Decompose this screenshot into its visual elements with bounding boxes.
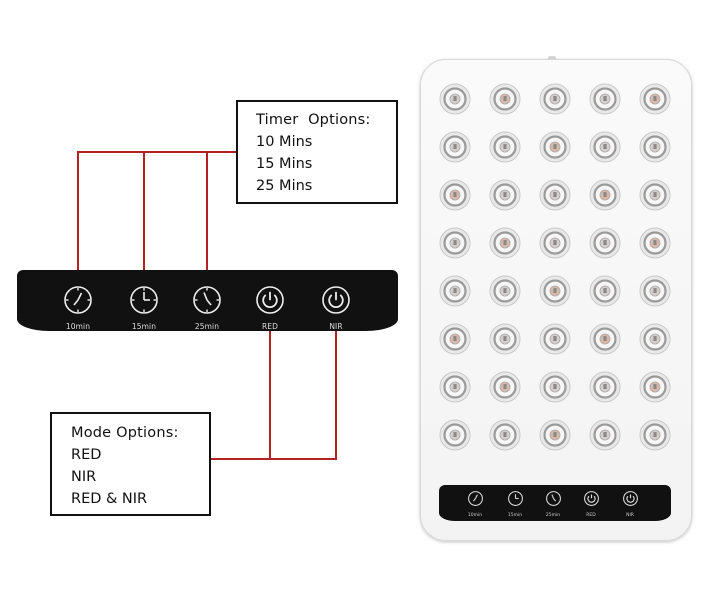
led-lens <box>489 179 521 211</box>
device-nir-mode-button[interactable]: NIR <box>616 490 644 518</box>
control-panel-device: 10min 15min 25min RED <box>439 485 671 521</box>
timer-10min-button[interactable]: 10min <box>58 284 98 331</box>
mode-options-title: Mode Options: <box>71 425 179 441</box>
timer-10min-label: 10min <box>65 322 91 331</box>
clock-icon <box>507 491 523 506</box>
device-red-mode-button[interactable]: RED <box>577 490 605 518</box>
led-lens <box>639 275 671 307</box>
led-lens <box>489 275 521 307</box>
led-lens <box>439 227 471 259</box>
led-lens <box>489 227 521 259</box>
timer-15min-button[interactable]: 15min <box>124 284 164 331</box>
led-lens <box>439 419 471 451</box>
led-lens <box>639 179 671 211</box>
led-lens <box>439 83 471 115</box>
mode-leader-red <box>211 330 271 460</box>
led-lens <box>539 179 571 211</box>
device-timer-15min-button[interactable]: 15min <box>501 490 529 518</box>
clock-icon <box>130 286 158 314</box>
led-lens <box>539 275 571 307</box>
led-lens <box>589 227 621 259</box>
led-lens <box>539 83 571 115</box>
led-lens <box>639 83 671 115</box>
timer-option-25: 25 Mins <box>256 178 313 194</box>
led-lens <box>439 131 471 163</box>
power-icon <box>322 286 350 314</box>
led-lens <box>589 323 621 355</box>
led-lens <box>639 131 671 163</box>
clock-icon <box>193 286 221 314</box>
led-lens <box>589 179 621 211</box>
clock-icon <box>64 286 92 314</box>
red-mode-button[interactable]: RED <box>250 284 290 331</box>
mode-option-red: RED <box>71 447 102 463</box>
led-lens <box>539 371 571 403</box>
led-lens <box>589 275 621 307</box>
timer-15min-label: 15min <box>131 322 157 331</box>
led-lens <box>539 323 571 355</box>
led-lens <box>439 275 471 307</box>
device-timer-25min-label: 25min <box>545 513 561 518</box>
timer-option-10: 10 Mins <box>256 134 313 150</box>
control-panel-enlarged: 10min 15min 25min RED <box>17 270 398 331</box>
timer-options-callout: Timer Options: 10 Mins 15 Mins 25 Mins <box>236 100 398 204</box>
led-lens <box>589 83 621 115</box>
clock-icon <box>467 491 483 506</box>
led-lens <box>589 131 621 163</box>
led-lens <box>489 419 521 451</box>
device-red-mode-label: RED <box>586 513 596 518</box>
power-icon <box>583 491 599 506</box>
mode-option-red-nir: RED & NIR <box>71 491 148 507</box>
red-mode-label: RED <box>261 322 279 331</box>
led-lens <box>639 419 671 451</box>
device-nir-mode-label: NIR <box>626 513 634 518</box>
device-timer-10min-label: 10min <box>467 513 483 518</box>
led-lens <box>539 131 571 163</box>
timer-25min-label: 25min <box>194 322 220 331</box>
led-lens <box>439 323 471 355</box>
device-timer-25min-button[interactable]: 25min <box>539 490 567 518</box>
led-lens <box>489 323 521 355</box>
nir-mode-button[interactable]: NIR <box>316 284 356 331</box>
led-lens <box>489 131 521 163</box>
led-lens <box>489 371 521 403</box>
led-lens <box>639 371 671 403</box>
led-lens <box>439 371 471 403</box>
power-icon <box>622 491 638 506</box>
clock-icon <box>545 491 561 506</box>
led-lens <box>439 179 471 211</box>
led-lens <box>589 419 621 451</box>
mode-leader-nir <box>270 330 337 460</box>
led-lens <box>589 371 621 403</box>
led-lens <box>639 323 671 355</box>
power-icon <box>256 286 284 314</box>
led-lens <box>639 227 671 259</box>
led-lens <box>489 83 521 115</box>
nir-mode-label: NIR <box>329 322 343 331</box>
device-timer-15min-label: 15min <box>507 513 523 518</box>
device-notch <box>548 56 556 60</box>
light-therapy-panel: 10min 15min 25min RED <box>420 59 692 541</box>
timer-option-15: 15 Mins <box>256 156 313 172</box>
mode-option-nir: NIR <box>71 469 97 485</box>
timer-leader-10 <box>77 151 236 283</box>
led-grid <box>439 83 671 451</box>
device-timer-10min-button[interactable]: 10min <box>461 490 489 518</box>
timer-options-title: Timer Options: <box>256 112 371 128</box>
led-lens <box>539 227 571 259</box>
mode-options-callout: Mode Options: RED NIR RED & NIR <box>50 412 211 516</box>
timer-25min-button[interactable]: 25min <box>187 284 227 331</box>
led-lens <box>539 419 571 451</box>
